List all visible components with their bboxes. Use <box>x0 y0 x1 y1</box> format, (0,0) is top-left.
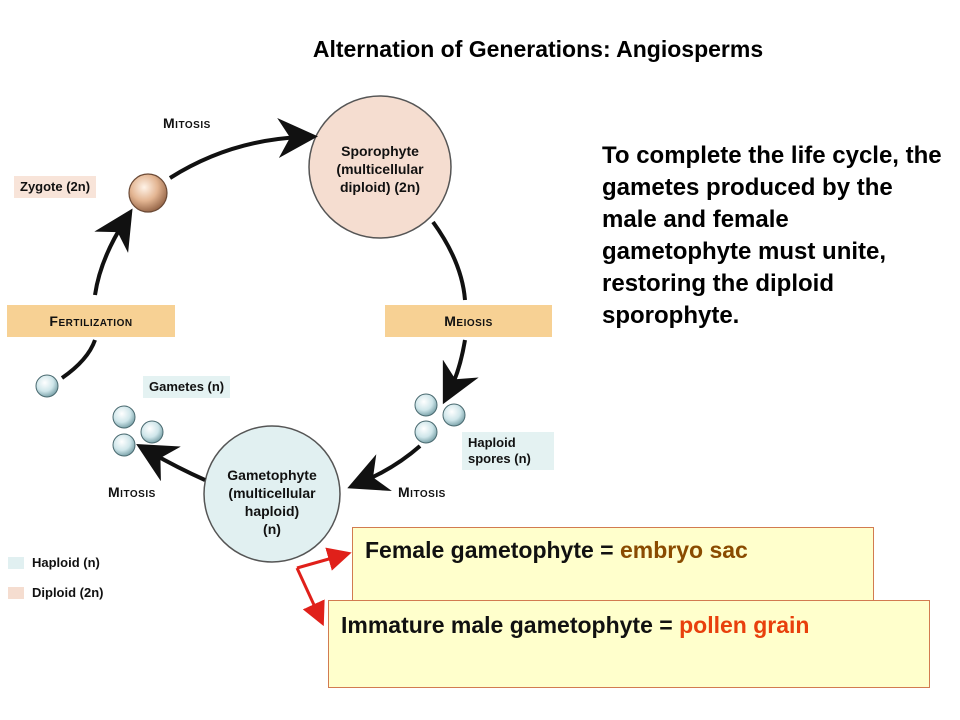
gametophyte-line: (multicellular <box>228 485 316 501</box>
spores-line: spores (n) <box>468 451 531 466</box>
legend-haploid: Haploid (n) <box>8 555 100 570</box>
arrow-sporophyte-to-meiosis <box>431 220 467 301</box>
explanation-text: To complete the life cycle, the gametes … <box>602 142 942 329</box>
arrow-meiosis-to-spores <box>442 339 479 405</box>
mitosis-label-left: Mitosis <box>108 484 156 500</box>
gametes-label: Gametes (n) <box>143 376 231 398</box>
gamete-cell <box>112 433 136 457</box>
fertilization-label: Fertilization <box>49 313 133 329</box>
gametophyte-line: haploid) <box>244 503 300 519</box>
gametophyte-line: (n) <box>263 521 281 537</box>
gametophyte-label: Gametophyte (multicellular haploid) (n) <box>202 466 342 538</box>
arrow-spores-to-gametophyte <box>347 444 422 492</box>
male-gametophyte-callout: Immature male gametophyte = pollen grain <box>328 600 930 688</box>
female-gametophyte-callout: Female gametophyte = embryo sac <box>352 527 874 609</box>
spores-line: Haploid <box>468 435 516 450</box>
meiosis-bar: Meiosis <box>385 305 552 337</box>
legend-haploid-label: Haploid (n) <box>32 555 100 570</box>
sporophyte-label: Sporophyte (multicellular diploid) (2n) <box>310 142 450 196</box>
spore-cell <box>414 420 438 444</box>
legend-diploid-label: Diploid (2n) <box>32 585 104 600</box>
meiosis-label: Meiosis <box>444 313 493 329</box>
sporophyte-circle <box>308 95 452 239</box>
gamete-cell <box>112 405 136 429</box>
zygote-label: Zygote (2n) <box>14 176 97 198</box>
page-title: Alternation of Generations: Angiosperms <box>312 36 764 62</box>
spores-label: Haploid spores (n) <box>462 432 554 470</box>
male-callout-term: pollen grain <box>679 612 810 638</box>
sporophyte-line: diploid) (2n) <box>339 179 421 195</box>
female-callout-term: embryo sac <box>620 537 748 563</box>
spore-cell <box>442 403 466 427</box>
fertilization-bar: Fertilization <box>7 305 175 337</box>
arrow-fertilization-to-zygote <box>93 208 133 296</box>
gametophyte-line: Gametophyte <box>227 467 317 483</box>
diploid-swatch <box>8 586 24 599</box>
haploid-swatch <box>8 556 24 569</box>
legend-diploid: Diploid (2n) <box>8 585 104 600</box>
sporophyte-line: (multicellular <box>336 161 424 177</box>
gamete-cell <box>140 420 164 444</box>
female-callout-prefix: Female gametophyte = <box>365 537 620 563</box>
arrow-zygote-to-sporophyte <box>168 118 318 180</box>
mitosis-label-top: Mitosis <box>163 115 211 131</box>
spore-cell <box>414 393 438 417</box>
red-arrow-to-female <box>296 547 352 571</box>
gamete-cell <box>35 374 59 398</box>
arrow-gametophyte-to-gametes <box>136 444 206 482</box>
male-callout-prefix: Immature male gametophyte = <box>341 612 680 638</box>
mitosis-label-right: Mitosis <box>398 484 446 500</box>
red-arrow-to-male <box>295 567 325 627</box>
zygote-cell <box>128 173 168 213</box>
gametophyte-circle <box>203 425 341 563</box>
sporophyte-line: Sporophyte <box>341 143 419 159</box>
arrow-gametes-to-fertilization <box>60 339 97 380</box>
